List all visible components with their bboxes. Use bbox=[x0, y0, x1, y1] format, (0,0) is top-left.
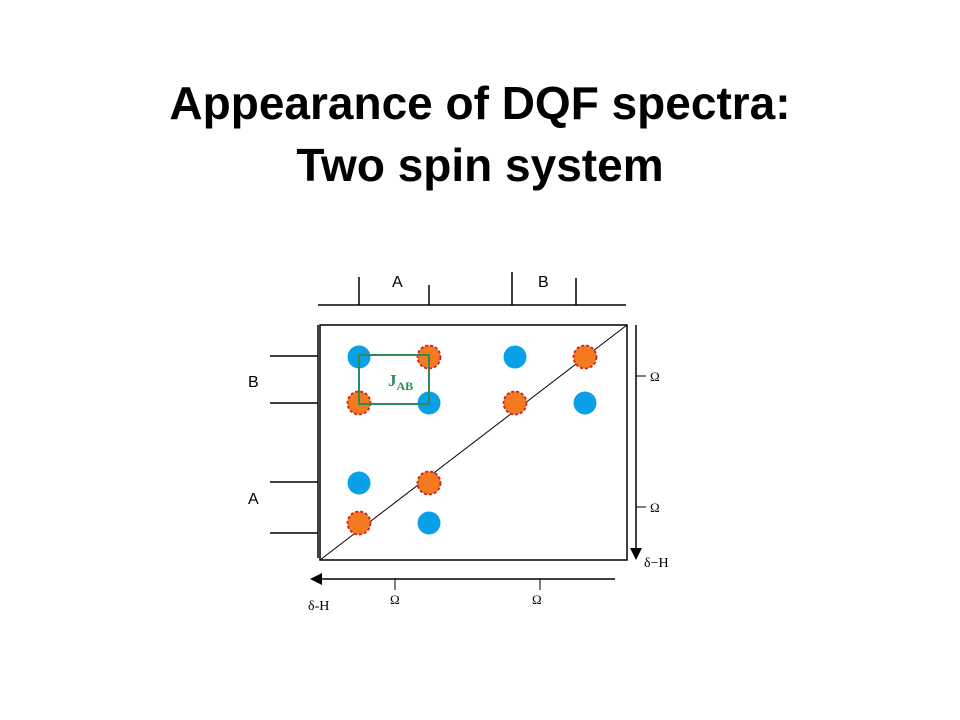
slide-title: Appearance of DQF spectra: Two spin syst… bbox=[0, 72, 960, 196]
blue-cross-peak bbox=[573, 391, 597, 415]
orange-cross-peak bbox=[416, 470, 442, 496]
right-omega-label-2: Ω bbox=[650, 500, 660, 515]
right-axis-delta-label: δ−H bbox=[644, 556, 669, 571]
blue-cross-peak bbox=[347, 471, 371, 495]
blue-cross-peak bbox=[417, 511, 441, 535]
left-label-a: A bbox=[248, 491, 259, 508]
bottom-axis: Ω Ω δ-H bbox=[308, 573, 615, 614]
left-spectrum: B A bbox=[248, 325, 319, 558]
left-label-b: B bbox=[248, 374, 259, 391]
right-axis-arrow-icon bbox=[630, 548, 642, 560]
top-label-b: B bbox=[538, 274, 549, 291]
j-label: JAB bbox=[388, 371, 413, 393]
bottom-axis-arrow-icon bbox=[310, 573, 322, 585]
orange-cross-peak bbox=[502, 390, 528, 416]
orange-cross-peak bbox=[572, 344, 598, 370]
title-line-2: Two spin system bbox=[296, 139, 664, 191]
bottom-omega-label-2: Ω bbox=[532, 592, 542, 607]
diagonal-line bbox=[319, 324, 628, 561]
top-label-a: A bbox=[392, 274, 403, 291]
j-coupling-box: JAB bbox=[358, 354, 430, 405]
bottom-axis-delta-label: δ-H bbox=[308, 599, 329, 614]
blue-cross-peak bbox=[503, 345, 527, 369]
right-axis: Ω Ω δ−H bbox=[630, 325, 669, 571]
right-omega-label-1: Ω bbox=[650, 369, 660, 384]
plot-frame bbox=[319, 324, 628, 561]
title-line-1: Appearance of DQF spectra: bbox=[169, 77, 791, 129]
bottom-omega-label-1: Ω bbox=[390, 592, 400, 607]
top-spectrum: A B bbox=[318, 272, 626, 306]
j-box-outline bbox=[358, 354, 430, 405]
orange-cross-peak bbox=[346, 510, 372, 536]
cross-peaks bbox=[346, 344, 598, 536]
